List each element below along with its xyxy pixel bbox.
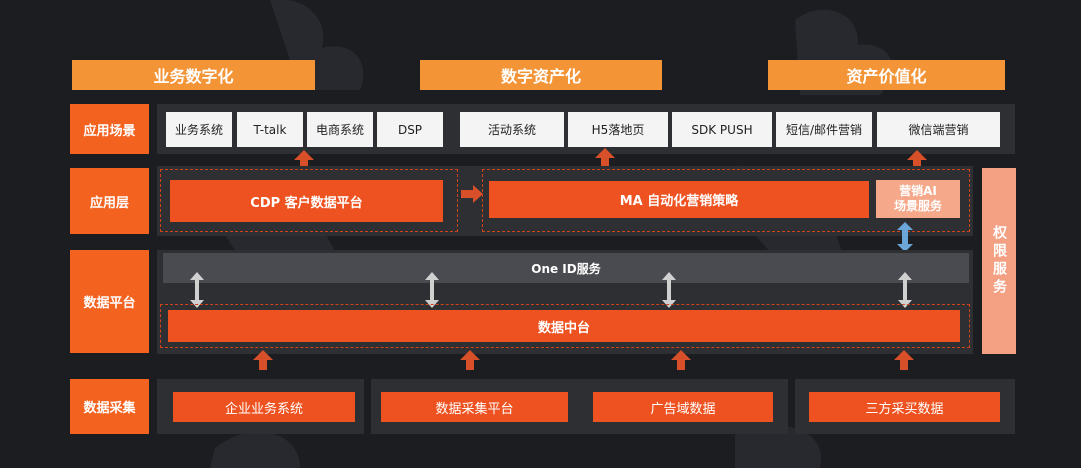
scene-business-system: 业务系统 bbox=[166, 112, 232, 147]
permission-service: 权限服务 bbox=[982, 168, 1016, 354]
collect-enterprise: 企业业务系统 bbox=[173, 392, 355, 422]
scene-sms-email: 短信/邮件营销 bbox=[776, 112, 872, 147]
data-middle-bar: 数据中台 bbox=[168, 310, 960, 342]
scene-wechat: 微信端营销 bbox=[877, 112, 1000, 147]
up-arrow-icon bbox=[294, 150, 314, 170]
scene-activity: 活动系统 bbox=[460, 112, 564, 147]
marketing-ai-line2: 场景服务 bbox=[893, 199, 942, 213]
up-arrow-icon bbox=[907, 150, 927, 170]
layer-label-collect: 数据采集 bbox=[70, 379, 149, 434]
double-arrow-icon bbox=[190, 272, 204, 308]
double-arrow-icon bbox=[662, 272, 676, 308]
double-arrow-icon bbox=[425, 272, 439, 308]
right-arrow-icon bbox=[461, 185, 483, 203]
up-arrow-icon bbox=[460, 350, 480, 370]
up-arrow-icon bbox=[253, 350, 273, 370]
scene-ttalk: T-talk bbox=[237, 112, 303, 147]
up-arrow-icon bbox=[894, 350, 914, 370]
scene-sdk-push: SDK PUSH bbox=[672, 112, 772, 147]
ma-bar: MA 自动化营销策略 bbox=[489, 181, 869, 218]
layer-label-app: 应用层 bbox=[70, 168, 149, 234]
marketing-ai-line1: 营销AI bbox=[899, 184, 937, 198]
blue-double-arrow-icon bbox=[897, 222, 913, 252]
header-data-assetization: 数字资产化 bbox=[420, 60, 662, 90]
scene-dsp: DSP bbox=[377, 112, 443, 147]
scene-ecommerce: 电商系统 bbox=[307, 112, 373, 147]
scene-h5: H5落地页 bbox=[568, 112, 668, 147]
up-arrow-icon bbox=[595, 148, 615, 168]
collect-ad-domain: 广告域数据 bbox=[593, 392, 773, 422]
layer-label-platform: 数据平台 bbox=[70, 250, 149, 353]
one-id-bar: One ID服务 bbox=[163, 253, 969, 283]
header-business-digitalization: 业务数字化 bbox=[72, 60, 315, 90]
marketing-ai-service: 营销AI 场景服务 bbox=[876, 180, 960, 218]
ma-dashed-frame bbox=[482, 169, 970, 232]
collect-data-platform: 数据采集平台 bbox=[381, 392, 568, 422]
cdp-bar: CDP 客户数据平台 bbox=[170, 180, 443, 222]
data-middle-dashed-frame bbox=[160, 304, 970, 348]
double-arrow-icon bbox=[898, 272, 912, 308]
layer-label-scenes: 应用场景 bbox=[70, 104, 149, 154]
cdp-dashed-frame bbox=[160, 169, 458, 232]
header-asset-valorization: 资产价值化 bbox=[768, 60, 1005, 90]
collect-third-party: 三方采买数据 bbox=[809, 392, 1000, 422]
up-arrow-icon bbox=[671, 350, 691, 370]
